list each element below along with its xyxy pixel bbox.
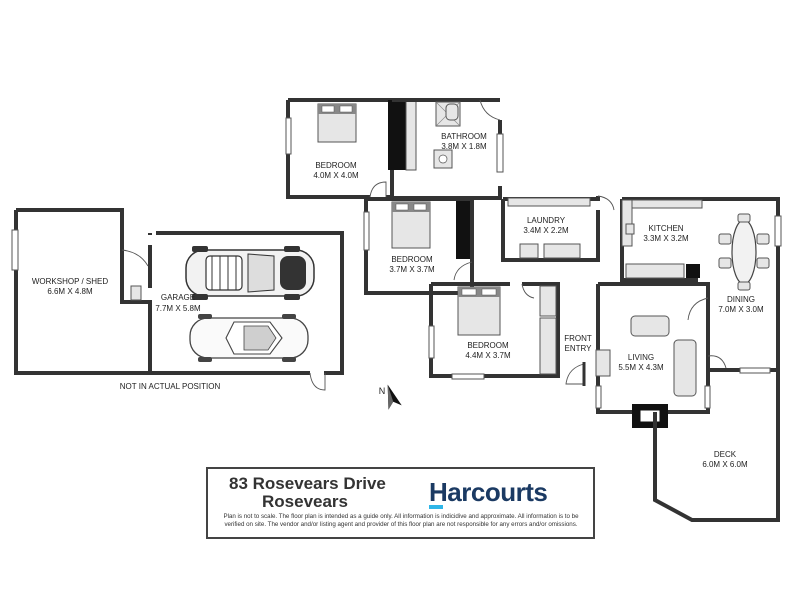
car-icon-bottom [189,314,309,362]
kitchen-dining [620,197,782,370]
window [704,385,711,409]
wardrobe [539,285,557,317]
fridge-icon [686,264,700,278]
bedroom-2 [363,197,474,295]
bench [507,197,591,207]
window [451,373,485,380]
room-size-living: 5.5M X 4.3M [618,363,664,372]
deck [653,370,780,522]
room-size-dining: 7.0M X 3.0M [718,305,764,314]
room-label-laundry: LAUNDRY [527,216,566,225]
room-label-front-entry-1: FRONT [564,334,592,343]
window [363,211,370,251]
brand-logo: Harcourts [429,477,548,507]
room-size-workshop: 6.6M X 4.8M [47,287,93,296]
toilet-icon [130,285,142,301]
room-label-kitchen: KITCHEN [648,224,683,233]
kitchen-bench-lower [625,263,685,279]
bedroom-3 [428,282,560,380]
window [496,133,504,173]
not-in-position-note: NOT IN ACTUAL POSITION [120,382,221,391]
compass-label: N [379,386,386,396]
kitchen-bench [621,199,633,247]
room-label-workshop: WORKSHOP / SHED [32,277,109,286]
room-size-bedroom-3: 4.4M X 3.7M [465,351,511,360]
laundry [501,195,615,262]
room-label-bedroom-2: BEDROOM [391,255,433,264]
sideboard [595,349,611,377]
room-label-living: LIVING [628,353,654,362]
window [11,229,19,271]
dining-table-icon [731,219,757,285]
window [774,215,782,247]
room-size-laundry: 3.4M X 2.2M [523,226,569,235]
toilet-icon [445,103,459,121]
bathroom [392,98,504,200]
info-box: 83 Rosevears Drive Rosevears Harcourts P… [206,467,595,539]
room-label-garage: GARAGE [161,293,195,302]
window [739,367,771,374]
washer-icon [519,243,539,259]
window [595,385,602,409]
address-line-1: 83 Rosevears Drive [229,474,386,493]
bedroom-1 [285,98,417,199]
sofa-icon [630,315,670,337]
room-label-bathroom: BATHROOM [441,132,487,141]
address-line-2: Rosevears [262,492,349,511]
front-entry-door [565,362,586,386]
room-size-bathroom: 3.8M X 1.8M [441,142,487,151]
wardrobe [456,201,470,259]
room-label-front-entry-2: ENTRY [565,344,593,353]
room-size-bedroom-1: 4.0M X 4.0M [313,171,359,180]
car-icon-top [185,246,315,300]
room-label-bedroom-1: BEDROOM [315,161,357,170]
brand-accent-bar [429,505,443,509]
room-label-bedroom-3: BEDROOM [467,341,509,350]
window [285,117,292,155]
sofa-icon [673,339,697,397]
wardrobe [388,100,406,170]
disclaimer-text: Plan is not to scale. The floor plan is … [223,513,579,528]
room-size-kitchen: 3.3M X 3.2M [643,234,689,243]
room-size-bedroom-2: 3.7M X 3.7M [389,265,435,274]
workshop-shed [11,208,344,391]
room-size-garage: 7.7M X 5.8M [155,304,201,313]
room-size-deck: 6.0M X 6.0M [702,460,748,469]
room-label-deck: DECK [714,450,737,459]
room-label-dining: DINING [727,295,755,304]
window [428,325,435,359]
compass-icon [387,384,402,410]
